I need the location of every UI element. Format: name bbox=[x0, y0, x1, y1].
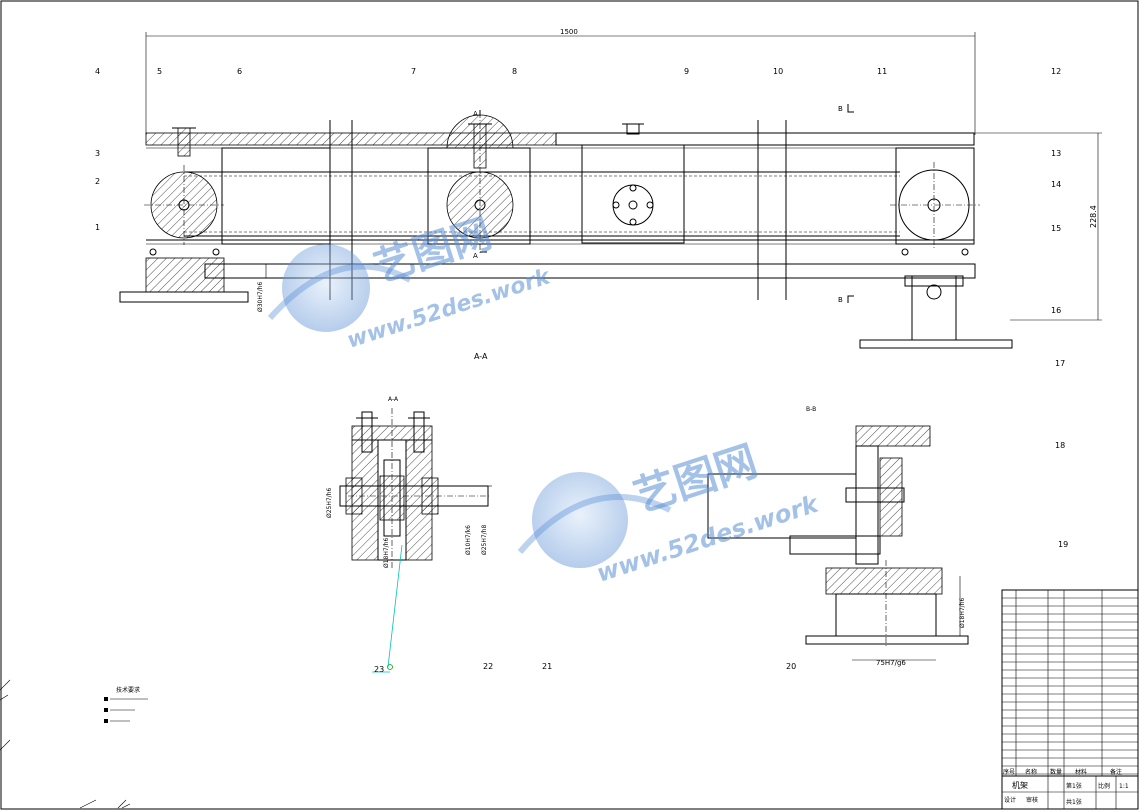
balloon-4: 4 bbox=[95, 67, 100, 76]
balloon-3: 3 bbox=[95, 149, 100, 158]
section-aa-view: A-A Ø25H7/h6 Ø18H7/h6 Ø10H7/k6 Ø25H7/h8 bbox=[326, 396, 492, 673]
dim-bb-bore: Ø18H7/h6 bbox=[959, 597, 966, 628]
section-bb-view: B-B 75H7/g6 Ø18H7/h6 bbox=[707, 406, 969, 667]
balloon-1: 1 bbox=[95, 223, 100, 232]
main-front-view: B B A A Ø30H7/h6 A-A bbox=[119, 104, 1013, 361]
balloon-2: 2 bbox=[95, 177, 100, 186]
balloon-23: 23 bbox=[374, 665, 384, 674]
tb-header-material: 材料 bbox=[1075, 768, 1087, 776]
balloon-labels: 4 5 6 7 8 9 10 11 12 3 2 1 13 14 15 16 1… bbox=[95, 67, 1068, 674]
balloon-21: 21 bbox=[542, 662, 552, 671]
balloon-8: 8 bbox=[512, 67, 517, 76]
corner-mark-bottom bbox=[79, 799, 131, 809]
overall-dimension: 1500 bbox=[145, 28, 976, 135]
balloon-5: 5 bbox=[157, 67, 162, 76]
balloon-14: 14 bbox=[1051, 180, 1061, 189]
balloon-16: 16 bbox=[1051, 306, 1061, 315]
dim-hub-left: Ø25H7/h6 bbox=[326, 487, 333, 518]
section-aa-title: A-A bbox=[474, 352, 488, 361]
title-block: 序号 名称 数量 材料 备注 机架 第1张 比例 1:1 共1张 设计 审核 bbox=[1001, 589, 1139, 810]
balloon-10: 10 bbox=[773, 67, 783, 76]
section-bb-label: B-B bbox=[806, 406, 816, 413]
balloon-7: 7 bbox=[411, 67, 416, 76]
balloon-15: 15 bbox=[1051, 224, 1061, 233]
corner-mark-left bbox=[0, 679, 11, 751]
watermark-center-logo: 艺图网 bbox=[628, 436, 763, 522]
balloon-19: 19 bbox=[1058, 540, 1068, 549]
balloon-17: 17 bbox=[1055, 359, 1065, 368]
tb-scale-label: 比例 bbox=[1098, 782, 1110, 790]
section-mark-a-top: A bbox=[473, 110, 478, 118]
balloon-9: 9 bbox=[684, 67, 689, 76]
tb-designer: 设计 bbox=[1004, 796, 1016, 804]
technical-notes: 技术要求 bbox=[104, 686, 148, 723]
tb-header-remark: 备注 bbox=[1110, 768, 1122, 776]
balloon-13: 13 bbox=[1051, 149, 1061, 158]
dim-bore-left: Ø18H7/h6 bbox=[383, 537, 390, 568]
balloon-6: 6 bbox=[237, 67, 242, 76]
watermark-center: 艺图网 www.52des.work bbox=[517, 436, 823, 588]
section-mark-b-bottom: B bbox=[838, 296, 843, 304]
overall-dim-text: 1500 bbox=[560, 28, 578, 36]
tb-scale-value: 1:1 bbox=[1119, 783, 1129, 790]
dim-shaft-right1: Ø10H7/k6 bbox=[465, 525, 472, 555]
tb-sheets: 共1张 bbox=[1066, 798, 1082, 806]
section-mark-b-top: B bbox=[838, 105, 843, 113]
dim-bb-width: 75H7/g6 bbox=[876, 659, 906, 667]
dim-shaft-left: Ø30H7/h6 bbox=[257, 281, 264, 312]
section-mark-a-bottom: A bbox=[473, 252, 478, 260]
balloon-20: 20 bbox=[786, 662, 796, 671]
height-dimension: 228.4 bbox=[975, 132, 1102, 321]
dim-shaft-right2: Ø25H7/h8 bbox=[481, 524, 488, 555]
balloon-12: 12 bbox=[1051, 67, 1061, 76]
tb-sheet: 第1张 bbox=[1066, 782, 1082, 790]
notes-title: 技术要求 bbox=[116, 686, 140, 694]
watermark-top-logo: 艺图网 bbox=[369, 211, 497, 292]
tb-drawing-name: 机架 bbox=[1012, 780, 1028, 790]
tb-header-name: 名称 bbox=[1025, 768, 1037, 776]
tb-header-qty: 数量 bbox=[1050, 768, 1062, 776]
balloon-11: 11 bbox=[877, 67, 887, 76]
tb-checker: 审核 bbox=[1026, 796, 1038, 804]
section-aa-label: A-A bbox=[388, 396, 399, 403]
height-dim-text: 228.4 bbox=[1089, 205, 1098, 228]
balloon-22: 22 bbox=[483, 662, 493, 671]
balloon-18: 18 bbox=[1055, 441, 1065, 450]
tb-header-no: 序号 bbox=[1003, 768, 1015, 776]
